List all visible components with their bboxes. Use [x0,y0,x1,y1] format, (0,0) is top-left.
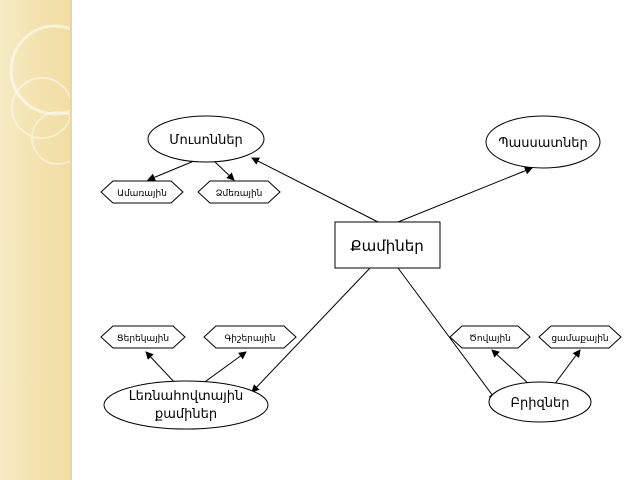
ellipse-lernahovtayin-label-line1: Լեռնահովտային [129,389,244,404]
connector-brizner-to-tsamakayin [553,349,581,386]
ellipse-brizner [488,381,592,423]
hexagon-dzmerayin-label: Ձմեռային [216,189,263,199]
hexagon-tsereknayin-label: Ցերեկային [117,334,169,344]
connector-musonner-to-amarayin [147,160,195,182]
connector-brizner-to-tsovayin [491,349,531,386]
ellipse-musonner-label: Մուսոններ [169,133,243,148]
ellipse-passatner-label: Պասսատներ [498,136,588,151]
hexagon-gisherayin-label: Գիշերային [225,334,276,344]
center-node-label: Քամիներ [350,237,424,255]
hexagon-amarayin-label: Ամառային [117,189,167,199]
connector-center-to-brizner [397,267,497,401]
ellipse-lernahovtayin-label-line2: քամիներ [155,407,217,422]
hexagon-tsovayin-label: Ծովային [469,334,511,344]
hexagon-gisherayin [203,325,297,349]
ellipse-passatner [485,115,601,169]
center-node-box [334,221,441,269]
connector-center-to-lernahovtayin [251,267,371,393]
hexagon-tsereknayin [100,325,186,349]
hexagon-tsovayin [449,325,531,349]
connector-musonner-to-dzmerayin [213,160,235,181]
connector-center-to-passatner [397,166,533,223]
ellipse-musonner [147,115,265,163]
connector-lernahovtayin-to-tsereknayin [145,351,177,385]
hexagon-dzmerayin [197,180,281,204]
connector-lernahovtayin-to-gisherayin [201,351,247,385]
side-band-divider [70,0,72,480]
connector-center-to-musonner [251,157,379,223]
hexagon-amarayin [100,180,184,204]
hexagon-tsamakayin-label: ցամաքային [551,334,608,344]
ellipse-lernahovtayin [103,380,269,430]
ellipse-brizner-label: Բրիզներ [511,396,570,411]
hexagon-tsamakayin [538,325,622,349]
decorative-side-band [0,0,101,480]
